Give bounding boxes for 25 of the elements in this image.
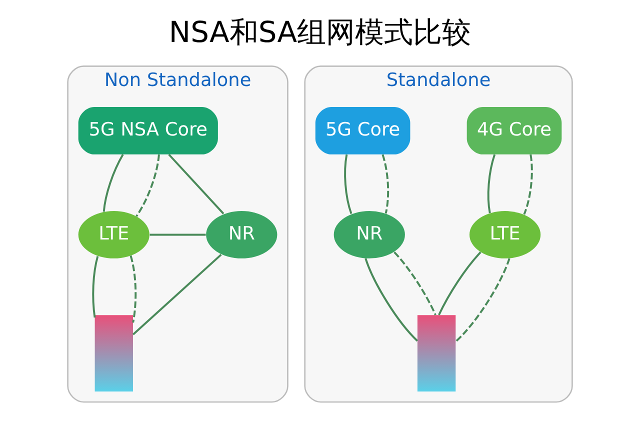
connector <box>394 252 436 316</box>
connector <box>344 154 352 214</box>
connector <box>364 258 418 342</box>
connector <box>382 154 390 214</box>
node-box: 4G Core <box>466 106 562 154</box>
node-ellipse: NR <box>206 211 278 258</box>
node-picture <box>94 315 133 392</box>
diagram-title: NSA和SA组网模式比较 <box>168 14 472 49</box>
node-picture <box>417 315 456 392</box>
node-box: 5G Core <box>315 106 410 154</box>
connector <box>102 154 124 212</box>
node-ellipse: NR <box>334 211 405 258</box>
node-box: 5G NSA Core <box>78 106 218 154</box>
connector <box>455 258 510 342</box>
connector <box>523 154 533 215</box>
connector <box>130 255 137 323</box>
connector <box>168 154 224 214</box>
connector <box>136 154 160 217</box>
connector <box>438 252 482 316</box>
connector <box>487 154 496 214</box>
connector <box>92 256 99 318</box>
node-ellipse: LTE <box>469 211 541 258</box>
connector <box>132 254 222 336</box>
connector <box>150 234 206 236</box>
node-ellipse: LTE <box>78 211 150 258</box>
